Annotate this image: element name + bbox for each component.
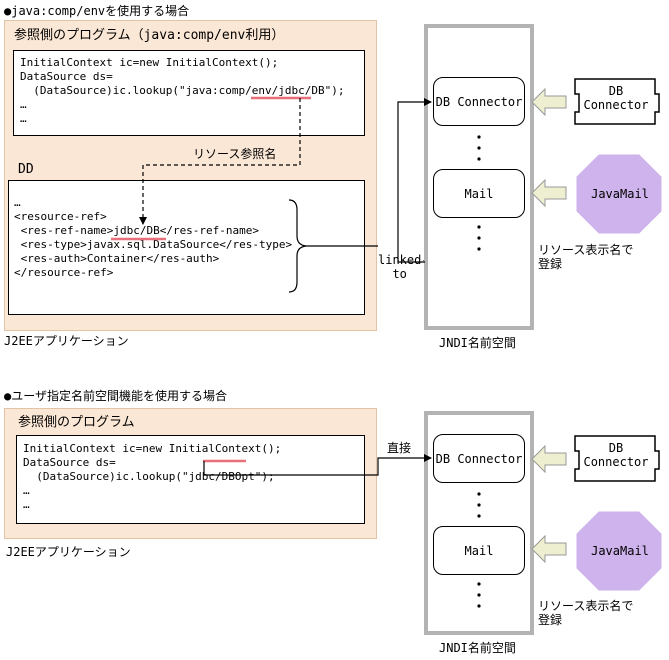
j2ee-app-label-2: J2EEアプリケーション <box>6 545 131 559</box>
code-line: DataSource ds= <box>23 456 116 469</box>
db-connector-resource-2: DB Connector <box>583 441 649 469</box>
code-line: InitialContext ic=new InitialContext(); <box>23 442 282 455</box>
dd-title: DD <box>18 162 34 177</box>
display-name-label-2: リソース表示名で 登録 <box>538 599 634 627</box>
dd-line: … <box>14 196 21 209</box>
dd-line: <res-auth>Container</res-auth> <box>14 252 220 265</box>
mail-entry-1: Mail <box>433 169 525 218</box>
dd-line: <res-ref-name>jdbc/DB</res-ref-name> <box>14 224 260 237</box>
dd-box: … <resource-ref> <res-ref-name>jdbc/DB</… <box>8 180 365 315</box>
jndi-label-1: JNDI名前空間 <box>439 336 516 350</box>
code-line: (DataSource)ic.lookup("java:comp/env/jdb… <box>20 84 345 97</box>
section2-heading: ●ユーザ指定名前空間機能を使用する場合 <box>4 389 227 403</box>
code-line: … <box>20 112 27 125</box>
display-name-label-1: リソース表示名で 登録 <box>538 243 634 271</box>
javamail-resource-2: JavaMail <box>591 544 649 558</box>
dd-line: <res-type>javax.sql.DataSource</res-type… <box>14 238 293 251</box>
jndi-label-2: JNDI名前空間 <box>439 641 516 655</box>
dd-line: <resource-ref> <box>14 210 107 223</box>
direct-label: 直接 <box>387 441 412 455</box>
linked-to-label: linked- to <box>378 253 429 281</box>
code-line: InitialContext ic=new InitialContext(); <box>20 56 279 69</box>
register-arrow-mail-1 <box>531 178 567 208</box>
caller-code-box-1: InitialContext ic=new InitialContext(); … <box>13 50 365 136</box>
register-arrow-mail-2 <box>531 534 567 564</box>
resource-ref-name-label: リソース参照名 <box>193 147 277 161</box>
code-line: … <box>20 98 27 111</box>
javamail-resource-1: JavaMail <box>591 187 649 201</box>
register-arrow-db-1 <box>531 87 567 117</box>
caller-program-title-1: 参照側のプログラム（java:comp/env利用） <box>14 28 285 43</box>
mail-entry-2: Mail <box>433 526 525 575</box>
code-line: … <box>23 498 30 511</box>
db-connector-resource-1: DB Connector <box>583 84 649 112</box>
db-connector-entry-1: DB Connector <box>433 77 525 126</box>
code-line: DataSource ds= <box>20 70 113 83</box>
code-line: … <box>23 484 30 497</box>
code-line: (DataSource)ic.lookup("jdbc/DBOpt"); <box>23 470 275 483</box>
dd-line: </resource-ref> <box>14 266 114 279</box>
section1-heading: ●java:comp/envを使用する場合 <box>4 4 190 18</box>
caller-program-title-2: 参照側のプログラム <box>18 415 135 430</box>
caller-code-box-2: InitialContext ic=new InitialContext(); … <box>16 435 365 524</box>
j2ee-app-label-1: J2EEアプリケーション <box>4 334 129 348</box>
register-arrow-db-2 <box>531 444 567 474</box>
db-connector-entry-2: DB Connector <box>433 434 525 483</box>
